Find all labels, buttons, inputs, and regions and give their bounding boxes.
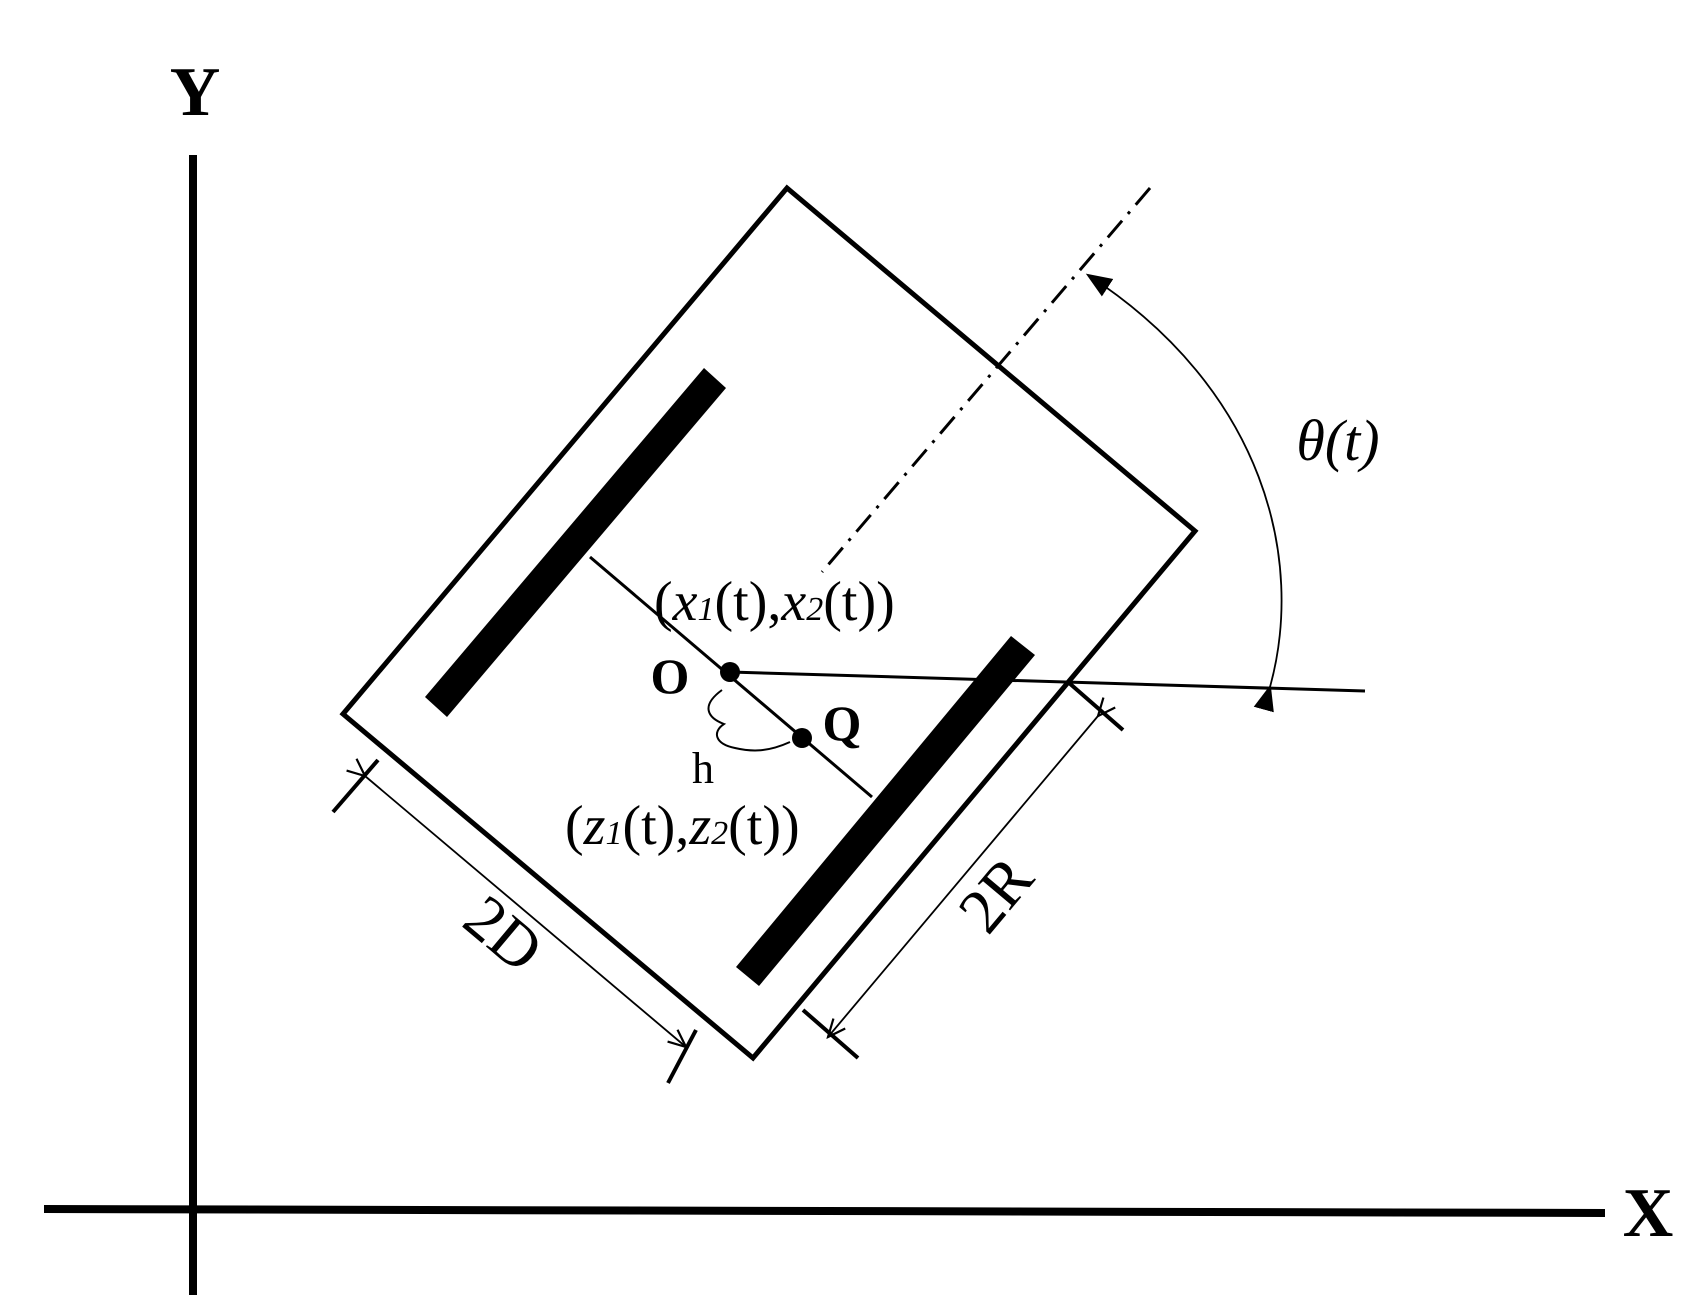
h-brace: [707, 689, 791, 752]
theta-angle-arc: [1085, 273, 1283, 713]
dim-2d-tick-bottom: [666, 1029, 698, 1084]
theta-label: θ(t): [1296, 408, 1379, 473]
coords-o-x1: x: [672, 571, 698, 633]
coords-o-sub1: 1: [698, 591, 715, 628]
reference-line: [729, 670, 1366, 693]
x-axis: [43, 1205, 1606, 1217]
coords-o-t2: (t)): [823, 571, 895, 633]
coords-q-z1: z: [583, 795, 606, 857]
coords-q-label: (z1(t),z2(t)): [565, 795, 800, 857]
coords-o-t1: (t),: [715, 571, 782, 633]
coords-q-sub1: 1: [605, 815, 622, 852]
y-axis-label: Y: [170, 54, 221, 131]
point-q-label: Q: [823, 695, 862, 751]
coords-q-z2: z: [688, 795, 711, 857]
left-wheel: [425, 368, 726, 717]
coords-q-sub2: 2: [711, 815, 728, 852]
coords-o-x2: x: [780, 571, 806, 633]
coords-q-t1: (t),: [622, 795, 689, 857]
point-q-dot: [792, 728, 812, 748]
dim-2r-label: 2R: [944, 843, 1047, 946]
dim-2r-arrow: [828, 716, 1098, 1037]
point-o-label: O: [651, 648, 690, 704]
coords-o-sub2: 2: [806, 591, 823, 628]
robot-body: [339, 184, 1199, 1062]
dim-2d-label: 2D: [451, 881, 557, 986]
point-o-dot: [720, 662, 740, 682]
dim-2d-tick-top: [331, 758, 380, 814]
dim-2r-tick-top: [1066, 680, 1125, 732]
x-axis-label: X: [1623, 1175, 1674, 1252]
dim-2d-arrow: [365, 776, 686, 1047]
coords-o-open: (: [654, 571, 673, 633]
coords-q-open: (: [565, 795, 584, 857]
coords-q-t2: (t)): [728, 795, 800, 857]
coords-o-label: (x1(t),x2(t)): [654, 571, 895, 633]
h-label: h: [692, 744, 714, 793]
heading-dashdot-line: [820, 187, 1152, 573]
